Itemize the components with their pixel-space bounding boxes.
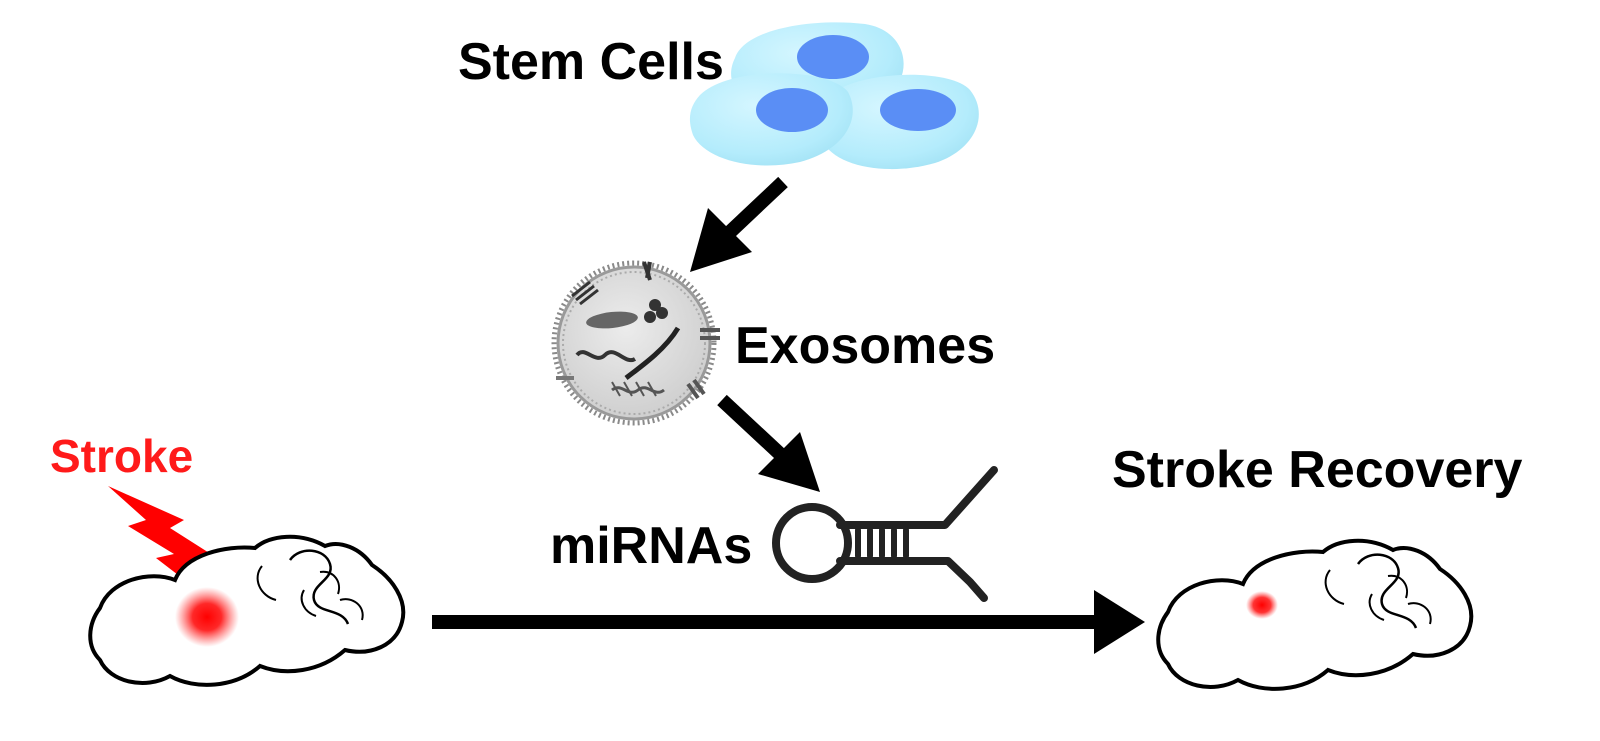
brain-stroke: [88, 534, 406, 687]
mirna-hairpin-illustration: [772, 466, 998, 602]
brain-recovery: [1156, 538, 1474, 691]
stroke-label: Stroke: [50, 430, 194, 482]
exosome-illustration: [551, 260, 720, 426]
stem-cells-illustration: [689, 22, 979, 170]
cell-nucleus: [797, 35, 869, 79]
arrow-stem-to-exosome: [690, 176, 788, 272]
exosomes-label: Exosomes: [735, 317, 996, 375]
cell-nucleus: [756, 88, 828, 132]
stem-cells-label: Stem Cells: [458, 33, 724, 91]
cell-nucleus: [880, 89, 956, 131]
stroke-recovery-label: Stroke Recovery: [1112, 441, 1523, 499]
stroke-lesion: [175, 587, 239, 647]
stem-cell: [817, 74, 979, 170]
mirnas-label: miRNAs: [550, 517, 753, 575]
stem-cell: [689, 73, 853, 166]
arrow-exosome-to-mirna: [717, 394, 820, 492]
arrow-stroke-to-recovery: [432, 590, 1145, 654]
recovery-lesion: [1246, 591, 1278, 619]
